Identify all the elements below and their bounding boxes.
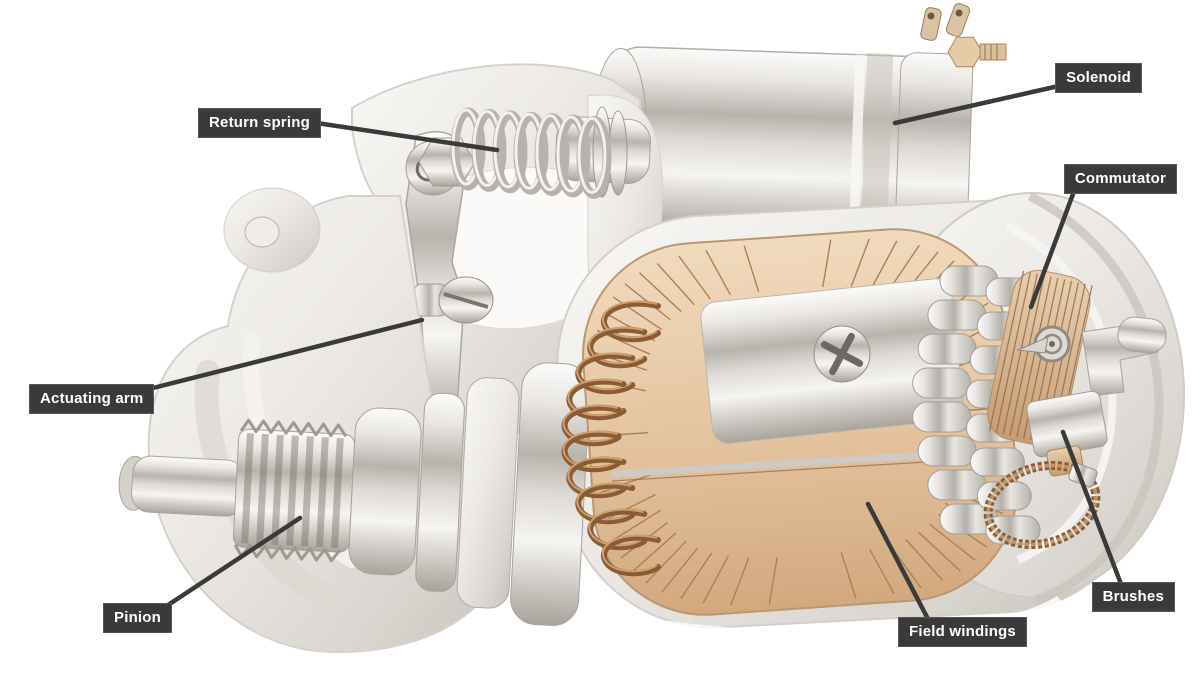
leader-line-field-windings: [865, 501, 931, 622]
label-actuating-arm: Actuating arm: [29, 384, 155, 414]
leader-line-return-spring: [307, 119, 500, 153]
pinion-shaft-assembly: [118, 362, 591, 626]
leader-line-actuating-arm: [146, 317, 425, 392]
leader-line-commutator: [1028, 183, 1079, 310]
label-field-windings: Field windings: [898, 617, 1027, 647]
label-solenoid: Solenoid: [1055, 63, 1142, 93]
leader-line-brushes: [1060, 429, 1124, 587]
label-return-spring: Return spring: [198, 108, 321, 138]
brush-spring-spiral: [1016, 325, 1071, 363]
leader-line-pinion: [162, 515, 303, 610]
leader-lines: [146, 82, 1124, 622]
armature-field-windings: [561, 228, 1018, 616]
armature-copper-wires: [561, 300, 661, 577]
label-commutator: Commutator: [1063, 164, 1177, 194]
end-bracket: [1081, 316, 1167, 397]
leader-line-solenoid: [892, 82, 1066, 126]
label-brushes: Brushes: [1091, 582, 1175, 612]
label-pinion: Pinion: [103, 603, 173, 633]
phillips-screw: [820, 332, 864, 376]
